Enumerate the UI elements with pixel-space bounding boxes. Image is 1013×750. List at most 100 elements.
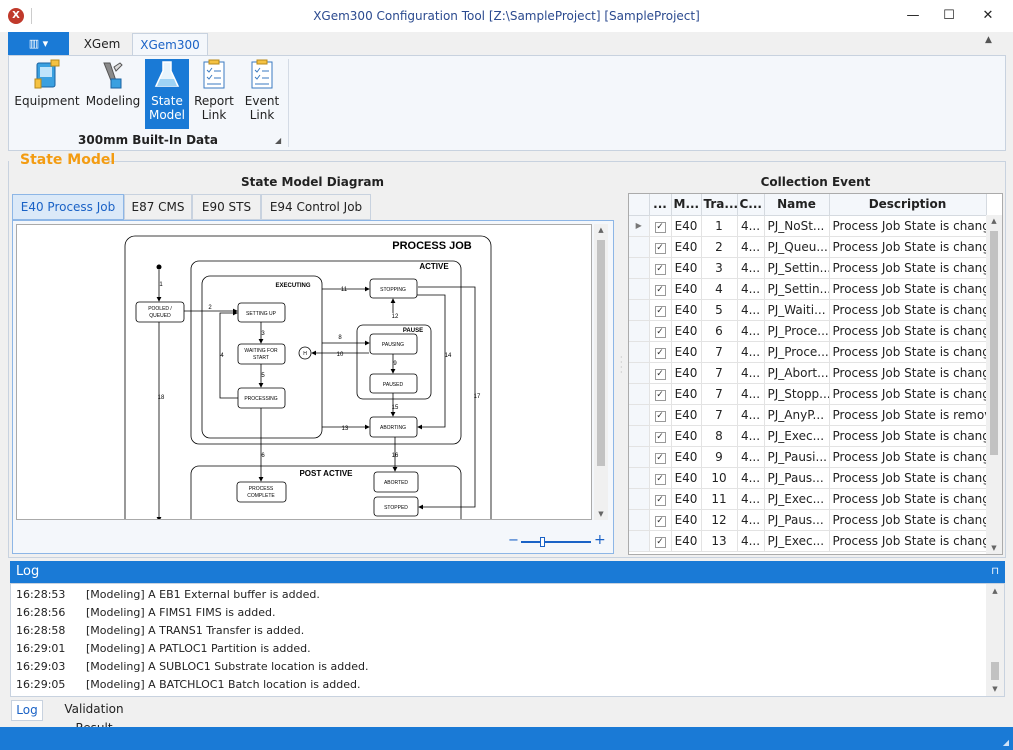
close-button[interactable]: ✕ [982, 8, 994, 23]
row-indicator[interactable] [629, 341, 650, 363]
row-checkbox[interactable]: ✓ [649, 446, 672, 468]
row-checkbox[interactable]: ✓ [649, 362, 672, 384]
modeling-button[interactable]: Modeling [85, 59, 141, 129]
check-icon[interactable]: ✓ [654, 243, 666, 254]
header-check[interactable]: ... [649, 194, 672, 216]
row-checkbox[interactable]: ✓ [649, 215, 672, 237]
event-link-button[interactable]: Event Link [239, 59, 285, 129]
event-grid-scrollbar[interactable]: ▲ ▼ [986, 215, 1002, 554]
row-indicator[interactable] [629, 236, 650, 258]
row-checkbox[interactable]: ✓ [649, 509, 672, 531]
row-checkbox[interactable]: ✓ [649, 530, 672, 552]
row-indicator[interactable] [629, 257, 650, 279]
row-checkbox[interactable]: ✓ [649, 467, 672, 489]
tab-xgem[interactable]: XGem [83, 37, 121, 51]
file-menu-button[interactable]: ▥ ▾ [8, 32, 69, 55]
log-scrollbar[interactable]: ▲ ▼ [986, 584, 1004, 696]
check-icon[interactable]: ✓ [654, 348, 666, 359]
tab-e90-sts[interactable]: E90 STS [192, 194, 261, 220]
row-checkbox[interactable]: ✓ [649, 278, 672, 300]
check-icon[interactable]: ✓ [654, 306, 666, 317]
diagram-vertical-scrollbar[interactable]: ▲ ▼ [594, 224, 608, 520]
check-icon[interactable]: ✓ [654, 432, 666, 443]
check-icon[interactable]: ✓ [654, 222, 666, 233]
tab-validation-result[interactable]: Validation Result [64, 702, 124, 735]
row-checkbox[interactable]: ✓ [649, 257, 672, 279]
group-launcher-icon[interactable]: ◢ [275, 136, 282, 145]
log-scroll-down-icon[interactable]: ▼ [992, 685, 998, 693]
maximize-button[interactable]: ☐ [943, 8, 955, 23]
row-indicator[interactable] [629, 425, 650, 447]
state-model-button[interactable]: State Model [145, 59, 189, 129]
tab-xgem300[interactable]: XGem300 [132, 33, 208, 55]
row-indicator[interactable] [629, 362, 650, 384]
check-icon[interactable]: ✓ [654, 453, 666, 464]
scroll-down-icon[interactable]: ▼ [598, 510, 604, 518]
check-icon[interactable]: ✓ [654, 537, 666, 548]
state-diagram-canvas[interactable]: PROCESS JOB ACTIVE EXECUTING PAUSE POST … [16, 224, 592, 520]
equipment-button[interactable]: Equipment [13, 59, 81, 129]
app-icon[interactable]: X [8, 8, 24, 24]
header-name[interactable]: Name [764, 194, 830, 216]
check-icon[interactable]: ✓ [654, 285, 666, 296]
check-icon[interactable]: ✓ [654, 369, 666, 380]
zoom-in-button[interactable]: + [594, 532, 606, 548]
check-icon[interactable]: ✓ [654, 495, 666, 506]
row-indicator[interactable] [629, 530, 650, 552]
zoom-out-button[interactable]: − [508, 533, 519, 548]
row-indicator[interactable]: ▶ [629, 215, 650, 237]
tab-e87-cms[interactable]: E87 CMS [124, 194, 192, 220]
ribbon-collapse-icon[interactable]: ▲ [985, 35, 992, 45]
row-indicator[interactable] [629, 320, 650, 342]
row-indicator[interactable] [629, 488, 650, 510]
log-scroll-up-icon[interactable]: ▲ [992, 587, 998, 595]
panel-splitter[interactable]: ···· [620, 353, 623, 377]
check-icon[interactable]: ✓ [654, 264, 666, 275]
row-indicator[interactable] [629, 509, 650, 531]
tab-log[interactable]: Log [11, 700, 43, 721]
scroll-up-icon[interactable]: ▲ [598, 226, 604, 234]
row-checkbox[interactable]: ✓ [649, 299, 672, 321]
row-checkbox[interactable]: ✓ [649, 404, 672, 426]
row-indicator[interactable] [629, 278, 650, 300]
grid-scroll-up-icon[interactable]: ▲ [991, 217, 997, 225]
header-module[interactable]: M... [671, 194, 702, 216]
row-checkbox[interactable]: ✓ [649, 236, 672, 258]
row-indicator[interactable] [629, 467, 650, 489]
grid-scroll-down-icon[interactable]: ▼ [991, 544, 997, 552]
row-indicator[interactable] [629, 404, 650, 426]
diagram-scroll-thumb[interactable] [597, 240, 605, 466]
header-ceid[interactable]: C... [737, 194, 765, 216]
row-checkbox[interactable]: ✓ [649, 341, 672, 363]
row-checkbox[interactable]: ✓ [649, 320, 672, 342]
zoom-slider-thumb[interactable] [540, 537, 545, 547]
report-link-button[interactable]: Report Link [193, 59, 235, 129]
row-checkbox[interactable]: ✓ [649, 425, 672, 447]
pin-icon[interactable]: ⊓ [991, 566, 999, 577]
tab-e94-control-job[interactable]: E94 Control Job [261, 194, 371, 220]
row-checkbox[interactable]: ✓ [649, 383, 672, 405]
minimize-button[interactable]: — [906, 8, 920, 23]
header-description[interactable]: Description [829, 194, 987, 216]
header-transition[interactable]: Tra... [701, 194, 738, 216]
check-icon[interactable]: ✓ [654, 516, 666, 527]
check-icon[interactable]: ✓ [654, 390, 666, 401]
check-icon[interactable]: ✓ [654, 327, 666, 338]
check-icon[interactable]: ✓ [654, 474, 666, 485]
zoom-slider-track[interactable] [521, 541, 591, 543]
